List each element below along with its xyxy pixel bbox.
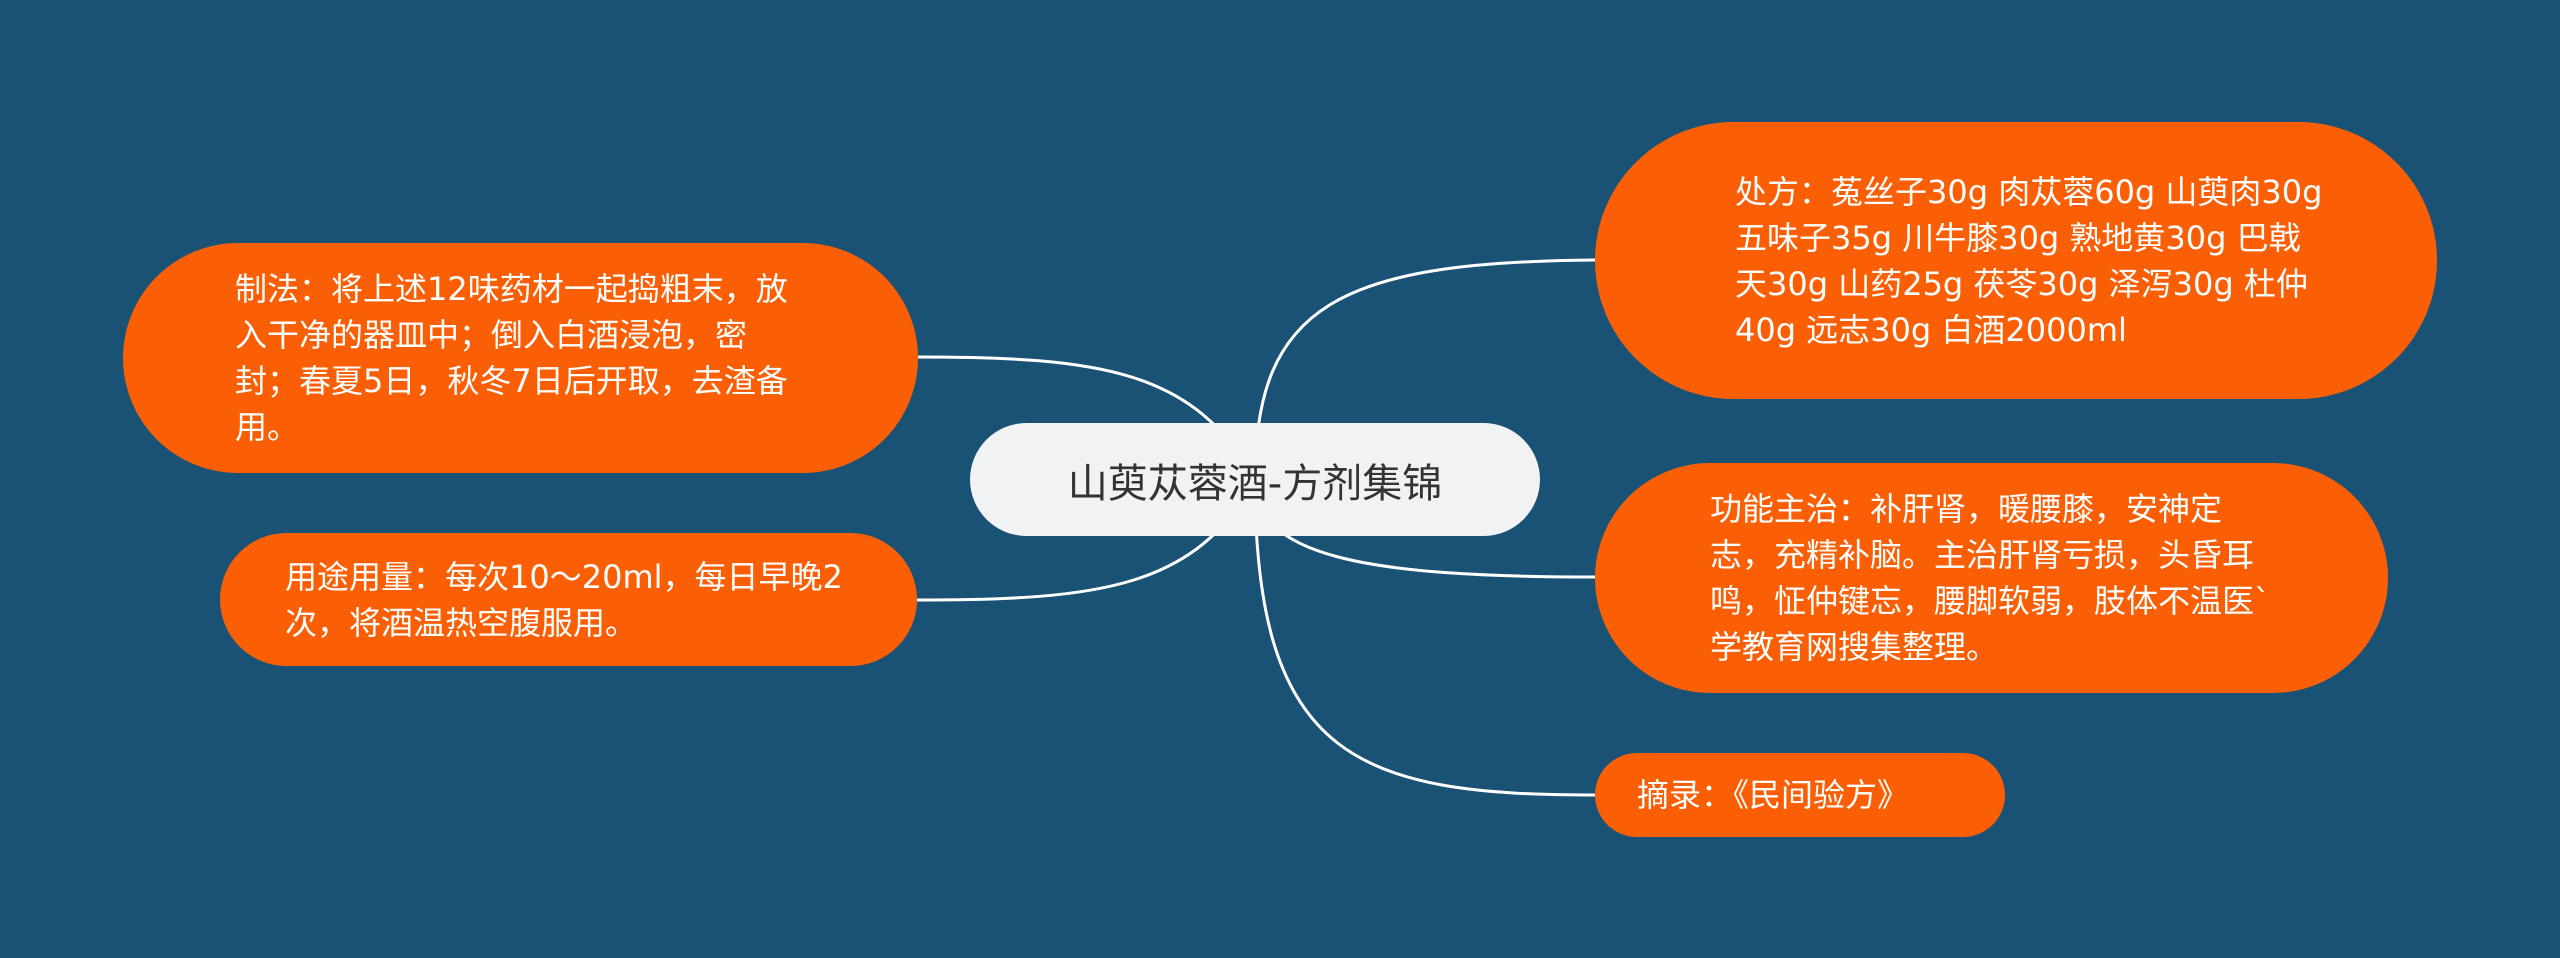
branch-node-preparation[interactable]: 制法：将上述12味药材一起捣粗末，放入干净的器皿中；倒入白酒浸泡，密封；春夏5日…	[123, 243, 918, 473]
branch-label-source: 摘录：《民间验方》	[1637, 776, 1910, 814]
branch-node-formula[interactable]: 处方：菟丝子30g 肉苁蓉60g 山萸肉30g 五味子35g 川牛膝30g 熟地…	[1595, 122, 2437, 399]
branch-label-function: 功能主治：补肝肾，暖腰膝，安神定志，充精补脑。主治肝肾亏损，头昏耳鸣，怔仲键忘，…	[1710, 490, 2271, 666]
link-source	[1253, 479, 1596, 797]
branch-label-formula: 处方：菟丝子30g 肉苁蓉60g 山萸肉30g 五味子35g 川牛膝30g 熟地…	[1735, 172, 2333, 349]
central-topic-node[interactable]: 山萸苁蓉酒-方剂集锦	[970, 423, 1540, 536]
branch-node-function[interactable]: 功能主治：补肝肾，暖腰膝，安神定志，充精补脑。主治肝肾亏损，头昏耳鸣，怔仲键忘，…	[1595, 463, 2388, 693]
branch-label-usage: 用途用量：每次10～20ml，每日早晚2次，将酒温热空腹服用。	[285, 557, 843, 642]
branch-node-source[interactable]: 摘录：《民间验方》	[1595, 753, 2005, 837]
link-formula	[1253, 258, 1596, 481]
branch-label-preparation: 制法：将上述12味药材一起捣粗末，放入干净的器皿中；倒入白酒浸泡，密封；春夏5日…	[235, 270, 788, 446]
branch-node-usage[interactable]: 用途用量：每次10～20ml，每日早晚2次，将酒温热空腹服用。	[220, 533, 917, 666]
central-topic-label: 山萸苁蓉酒-方剂集锦	[1067, 460, 1443, 507]
